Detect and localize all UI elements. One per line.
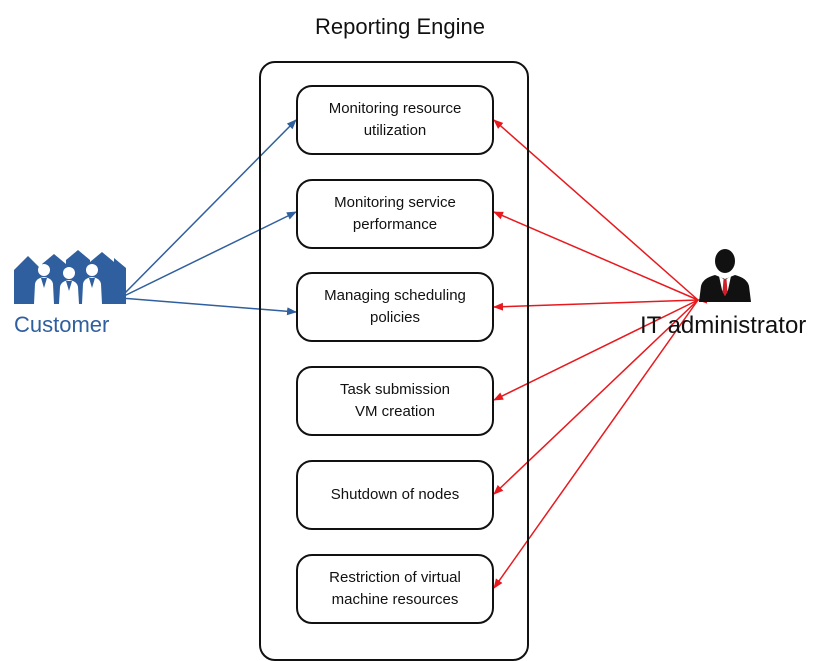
usecase-monitoring-resource-utilization: Monitoring resource utilization xyxy=(296,85,494,155)
usecase-label: Monitoring service performance xyxy=(334,194,456,233)
usecase-label: Restriction of virtual machine resources xyxy=(329,569,461,608)
customer-arrow-2 xyxy=(119,211,297,299)
usecase-label: Shutdown of nodes xyxy=(330,486,460,503)
businessman-icon xyxy=(699,249,751,302)
usecase-monitoring-service-performance: Monitoring service performance xyxy=(296,179,494,249)
admin-actor-label: IT administrator xyxy=(640,312,807,339)
usecase-task-submission-vm-creation: Task submission VM creation xyxy=(296,366,494,436)
people-group-icon xyxy=(14,250,126,304)
usecase-shutdown-of-nodes: Shutdown of nodes xyxy=(296,460,494,530)
usecase-label: Managing scheduling policies xyxy=(324,287,466,326)
use-case-diagram: Reporting Engine Monitoring resource uti… xyxy=(14,14,807,661)
usecase-label: Task submission VM creation xyxy=(339,381,451,420)
customer-arrow-1 xyxy=(119,119,297,299)
customer-arrow-3 xyxy=(119,297,297,316)
usecase-restriction-of-vm-resources: Restriction of virtual machine resources xyxy=(296,554,494,624)
usecase-managing-scheduling-policies: Managing scheduling policies xyxy=(296,272,494,342)
usecase-label: Monitoring resource utilization xyxy=(328,100,462,139)
diagram-title: Reporting Engine xyxy=(314,14,485,39)
customer-actor-label: Customer xyxy=(14,312,110,337)
